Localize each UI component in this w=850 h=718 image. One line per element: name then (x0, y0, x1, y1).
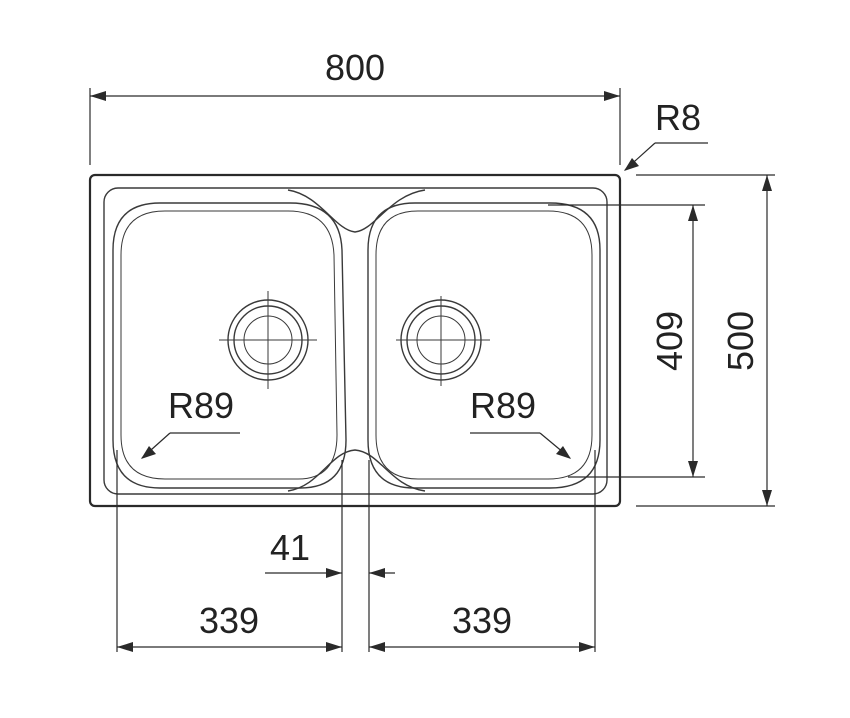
right-bowl (367, 202, 601, 489)
right-bowl-radius-label: R89 (470, 385, 536, 426)
bowl-depth-label: 409 (649, 311, 690, 371)
dimension-bowl-depth: 409 (548, 204, 705, 478)
sink-outer-rim (88, 173, 622, 508)
sink-outline (88, 173, 622, 508)
divider-ridge-bottom (287, 449, 426, 492)
overall-width-label: 800 (325, 47, 385, 88)
dimension-divider-width: 41 (265, 460, 395, 652)
dimension-overall-depth: 500 (636, 174, 775, 507)
dimension-overall-width: 800 (89, 47, 621, 165)
right-bowl-width-label: 339 (452, 600, 512, 641)
dimension-right-bowl-radius: R89 (470, 385, 571, 459)
left-bowl (112, 202, 347, 489)
dimension-left-bowl-width: 339 (116, 450, 342, 652)
corner-radius-label: R8 (655, 97, 701, 138)
dimension-right-bowl-width: 339 (369, 450, 596, 652)
left-bowl-inner (120, 210, 338, 480)
right-bowl-outer (367, 202, 601, 489)
overall-depth-label: 500 (720, 311, 761, 371)
left-bowl-width-label: 339 (199, 600, 259, 641)
sink-inner-rim (103, 187, 608, 495)
left-bowl-outer (112, 202, 347, 489)
right-bowl-inner (375, 210, 593, 480)
divider-ridge-top (287, 189, 426, 233)
dimension-corner-radius: R8 (624, 97, 708, 171)
divider-width-label: 41 (270, 527, 310, 568)
dimension-left-bowl-radius: R89 (141, 385, 240, 459)
left-bowl-radius-label: R89 (168, 385, 234, 426)
